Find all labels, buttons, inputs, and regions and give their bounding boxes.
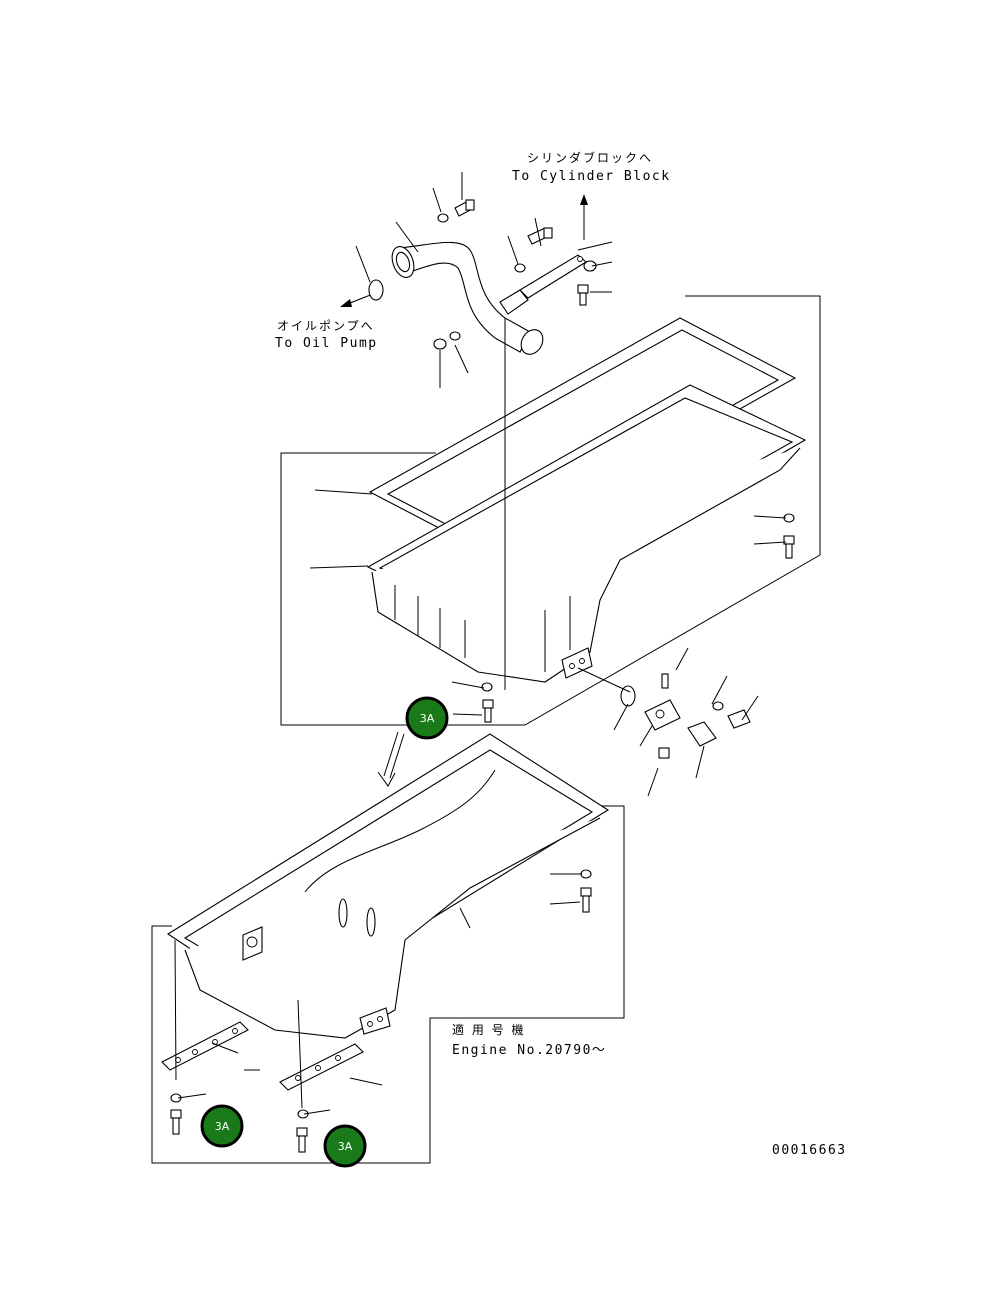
to-oil-pump-jp: オイルポンプへ xyxy=(277,319,375,333)
bolt xyxy=(783,535,795,559)
support-bracket xyxy=(279,1043,364,1091)
bolt xyxy=(577,284,589,306)
engine-serial-number: Engine No.20790～ xyxy=(452,1043,606,1058)
bolt xyxy=(482,699,494,723)
arrow-to-cylinder-block xyxy=(580,194,588,240)
suction-pipe xyxy=(391,241,544,355)
bolt xyxy=(727,709,751,729)
reference-badge-3a: 3A xyxy=(323,1124,367,1168)
washer xyxy=(449,331,461,341)
drawing-number: 00016663 xyxy=(772,1143,847,1158)
o-ring xyxy=(620,685,636,707)
reference-badge-3a: 3A xyxy=(405,696,449,740)
drain-valve xyxy=(644,673,681,731)
nut xyxy=(433,338,447,350)
upper-group-frame xyxy=(280,295,821,726)
drain-plug xyxy=(687,721,717,747)
leader-lines xyxy=(174,172,787,1115)
washer xyxy=(481,682,493,692)
bolt xyxy=(454,199,475,217)
badge-label: 3A xyxy=(420,712,435,725)
washer xyxy=(580,869,592,879)
reference-badge-3a: 3A xyxy=(200,1104,244,1148)
badge-label: 3A xyxy=(338,1140,353,1153)
bolt xyxy=(580,887,592,913)
bolt xyxy=(296,1127,308,1153)
washer xyxy=(437,213,449,223)
lower-group-frame xyxy=(151,805,625,1164)
washer xyxy=(297,1109,309,1119)
washer xyxy=(712,701,724,711)
upper-oil-pan xyxy=(366,384,807,683)
applicable-serial-jp: 適 用 号 機 xyxy=(452,1022,525,1037)
to-cylinder-block-en: To Cylinder Block xyxy=(512,169,671,184)
support-bracket xyxy=(161,1021,249,1071)
o-ring xyxy=(368,279,384,301)
washer xyxy=(514,263,526,273)
to-cylinder-block-jp: シリンダブロックへ xyxy=(527,150,653,165)
bolt xyxy=(658,747,670,759)
bracket xyxy=(519,254,587,299)
badge-label: 3A xyxy=(215,1120,230,1133)
lower-oil-pan xyxy=(166,733,610,1039)
arrow-down-to-lower-pan xyxy=(377,731,405,787)
to-oil-pump-en: To Oil Pump xyxy=(275,336,378,351)
bolt xyxy=(170,1109,182,1135)
nut xyxy=(583,260,597,272)
